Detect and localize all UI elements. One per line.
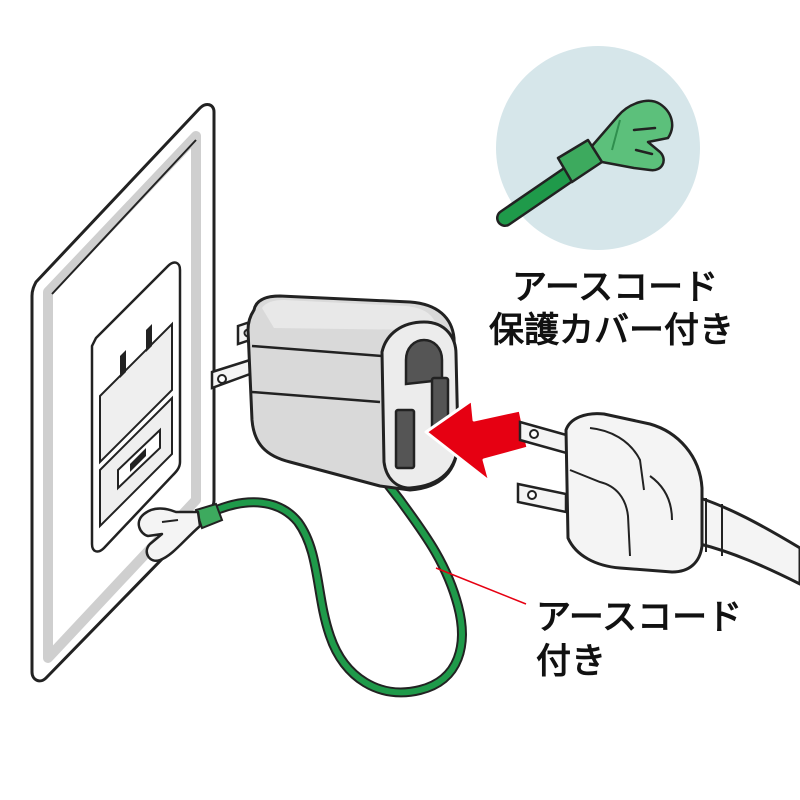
cover-detail-icon [496, 99, 674, 227]
power-plug-icon [516, 412, 800, 586]
cord-callout-line2: 付き [536, 642, 607, 682]
cord-callout-line1: アースコード [536, 598, 743, 638]
fork-terminal-icon [137, 502, 224, 563]
inset-callout-line1: アースコード [512, 268, 719, 308]
adapter-plug-icon [210, 294, 460, 492]
leader-line [435, 567, 527, 605]
wall-outlet-icon [30, 103, 216, 683]
inset-callout-line2: 保護カバー付き [489, 311, 735, 351]
ground-wire-icon [207, 459, 467, 698]
